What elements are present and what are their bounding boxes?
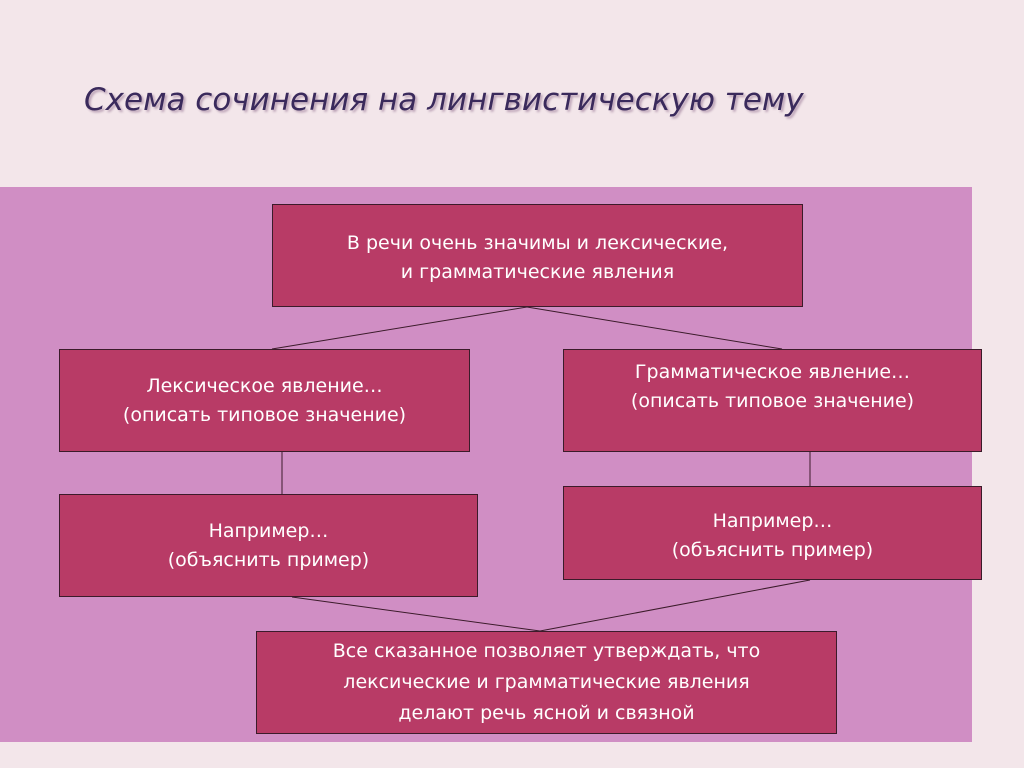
- grammatical-box: Грамматическое явление… (описать типовое…: [563, 349, 982, 452]
- conclusion-line-3: делают речь ясной и связной: [398, 702, 695, 724]
- conclusion-box: Все сказанное позволяет утверждать, что …: [256, 631, 837, 734]
- example-left-line-1: Например…: [208, 519, 329, 542]
- slide-title: Схема сочинения на лингвистическую тему: [84, 82, 804, 118]
- connector-example-right-to-conclusion: [539, 579, 811, 632]
- grammatical-line-1: Грамматическое явление…: [634, 361, 911, 383]
- grammatical-line-2: (описать типовое значение): [630, 390, 915, 412]
- lexical-line-2: (описать типовое значение): [122, 403, 407, 426]
- lexical-box: Лексическое явление… (описать типовое зн…: [59, 349, 470, 452]
- example-right-line-1: Например…: [712, 510, 833, 532]
- conclusion-line-2: лексические и грамматические явления: [343, 671, 750, 693]
- root-line-1: В речи очень значимы и лексические,: [346, 232, 729, 254]
- conclusion-line-1: Все сказанное позволяет утверждать, что: [332, 640, 761, 662]
- root-line-2: и грамматические явления: [400, 261, 675, 283]
- example-left-line-2: (объяснить пример): [167, 548, 370, 571]
- connector-root-to-lexical: [271, 306, 528, 350]
- example-right-box: Например… (объяснить пример): [563, 486, 982, 580]
- connector-root-to-grammatical: [526, 306, 783, 350]
- root-box: В речи очень значимы и лексические, и гр…: [272, 204, 803, 307]
- example-right-line-2: (объяснить пример): [671, 539, 874, 561]
- lexical-line-1: Лексическое явление…: [146, 374, 383, 397]
- example-left-box: Например… (объяснить пример): [59, 494, 478, 597]
- connector-example-left-to-conclusion: [291, 596, 541, 632]
